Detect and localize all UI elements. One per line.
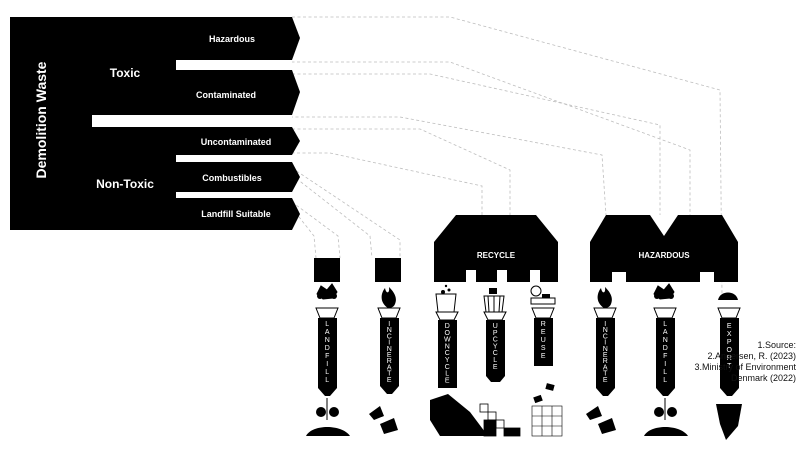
tube-export — [717, 307, 741, 396]
connector-lines — [92, 16, 723, 296]
material-icons — [316, 283, 738, 313]
category-combustibles: Combustibles — [202, 173, 262, 183]
source-notes: 1.Source: 2.Andersen, R. (2023) 3.Minist… — [694, 340, 796, 384]
tube-landfill-1 — [315, 307, 339, 396]
dirt-pile-icon-2 — [644, 398, 688, 436]
source-line-1: 1.Source: — [757, 340, 796, 350]
hazardous-hopper — [590, 215, 738, 282]
ash-icon-2 — [586, 406, 616, 434]
diagram-title: Demolition Waste — [33, 61, 49, 178]
outcome-illustrations — [306, 383, 742, 440]
category-landfill-suitable: Landfill Suitable — [201, 209, 271, 219]
chevron-uncontaminated — [292, 127, 300, 155]
flame-icon-2 — [597, 287, 612, 308]
hazardous-hopper-label: HAZARDOUS — [638, 251, 690, 260]
rubble-bucket-icon — [435, 284, 457, 313]
group-non-toxic-label: Non-Toxic — [96, 177, 154, 191]
source-line-4: Denmark (2022) — [730, 373, 796, 383]
dirt-icon-2 — [653, 283, 675, 300]
process-tubes — [315, 307, 741, 396]
stacked-blocks-icon — [479, 403, 521, 437]
hierarchy-block — [10, 17, 300, 230]
landfill-box — [314, 258, 340, 282]
pile-icon — [718, 292, 738, 300]
recycle-hopper — [434, 215, 558, 282]
chevron-combustibles — [292, 162, 300, 192]
dirt-pile-icon — [306, 398, 350, 436]
tube-incinerate-1 — [377, 307, 401, 394]
dirt-icon — [316, 283, 338, 300]
category-hazardous: Hazardous — [209, 34, 255, 44]
source-line-3: 3.Ministry of Environment — [694, 362, 796, 372]
basket-icon — [483, 288, 505, 313]
group-toxic-label: Toxic — [110, 66, 141, 80]
category-contaminated: Contaminated — [196, 90, 256, 100]
chevron-landfill-suitable — [292, 198, 300, 230]
category-uncontaminated: Uncontaminated — [201, 137, 272, 147]
brick-crate-icon — [531, 383, 563, 437]
crushed-debris-icon — [430, 394, 488, 436]
tube-upcycle — [483, 311, 507, 382]
export-sack-icon — [716, 404, 742, 440]
flame-icon — [381, 287, 396, 308]
tube-incinerate-2 — [593, 307, 617, 396]
tube-landfill-2 — [653, 307, 677, 396]
chevron-hazardous — [292, 17, 300, 60]
tube-reuse — [531, 307, 555, 366]
hierarchy-shape — [10, 17, 292, 230]
tube-downcycle — [435, 311, 459, 388]
cart-icon — [530, 285, 556, 305]
incinerate-box — [375, 258, 401, 282]
recycle-label: RECYCLE — [477, 251, 516, 260]
chevron-contaminated — [292, 70, 300, 115]
source-line-2: 2.Andersen, R. (2023) — [707, 351, 796, 361]
ash-icon — [369, 406, 398, 434]
